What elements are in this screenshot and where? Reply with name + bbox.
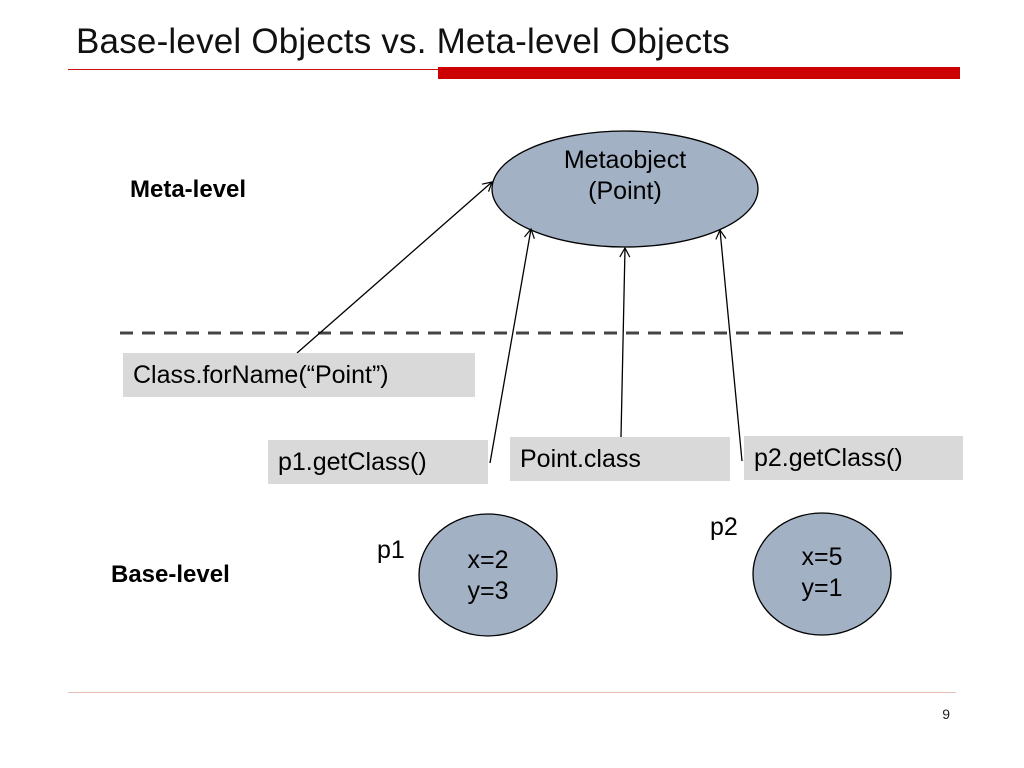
slide-title: Base-level Objects vs. Meta-level Object… bbox=[76, 22, 730, 61]
arrow-p2-getclass-to-metaobject bbox=[715, 228, 743, 462]
metaobject-title: Metaobject bbox=[563, 146, 687, 174]
arrow-point-class-to-metaobject bbox=[619, 246, 631, 438]
arrow-p1-getclass-to-metaobject bbox=[489, 227, 535, 464]
p2-object-circle bbox=[752, 512, 892, 636]
arrow-forname-to-metaobject bbox=[296, 181, 493, 354]
page-number: 9 bbox=[942, 706, 950, 722]
class-forname-box: Class.forName(“Point”) bbox=[123, 353, 475, 397]
title-underline-thin bbox=[68, 69, 438, 70]
footer-divider bbox=[68, 692, 956, 693]
p2-label: p2 bbox=[710, 513, 738, 541]
meta-level-label: Meta-level bbox=[130, 176, 247, 203]
metaobject-text: Metaobject (Point) bbox=[492, 145, 758, 207]
p2-field-y: y=1 bbox=[801, 574, 843, 602]
metaobject-class-name: (Point) bbox=[588, 177, 662, 205]
base-level-label: Base-level bbox=[111, 561, 230, 588]
p1-object-circle bbox=[418, 513, 558, 637]
p2-fields: x=5 y=1 bbox=[753, 542, 891, 604]
p1-fields: x=2 y=3 bbox=[419, 545, 557, 607]
p2-field-x: x=5 bbox=[801, 543, 843, 571]
p2-getclass-box: p2.getClass() bbox=[744, 436, 963, 480]
p1-label: p1 bbox=[377, 536, 405, 564]
p1-getclass-box: p1.getClass() bbox=[268, 440, 488, 484]
title-underline-accent bbox=[438, 67, 960, 79]
p1-field-y: y=3 bbox=[467, 577, 509, 605]
p1-field-x: x=2 bbox=[467, 546, 509, 574]
point-class-box: Point.class bbox=[510, 437, 730, 481]
